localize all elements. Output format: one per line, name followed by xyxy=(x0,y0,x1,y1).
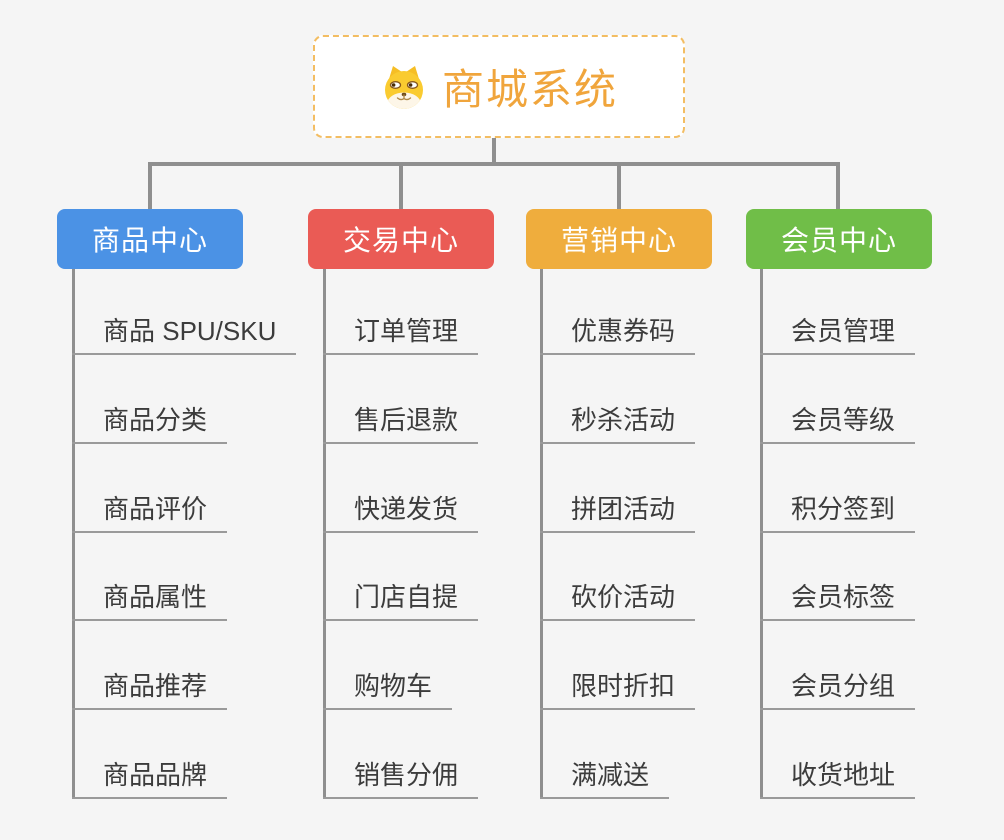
leaf-node[interactable]: 购物车 xyxy=(323,670,453,710)
leaf-node[interactable]: 会员标签 xyxy=(760,581,916,621)
leaf-node[interactable]: 商品评价 xyxy=(72,493,228,533)
leaf-node[interactable]: 砍价活动 xyxy=(540,581,696,621)
leaf-node[interactable]: 商品品牌 xyxy=(72,759,228,799)
root-title: 商城系统 xyxy=(441,66,618,113)
connector-trunk-branch1 xyxy=(72,269,75,799)
leaf-node[interactable]: 商品推荐 xyxy=(72,670,228,710)
leaf-node[interactable]: 会员分组 xyxy=(760,670,916,710)
leaf-node[interactable]: 门店自提 xyxy=(323,581,479,621)
leaf-node[interactable]: 优惠券码 xyxy=(540,315,696,355)
leaf-node[interactable]: 满减送 xyxy=(540,759,670,799)
shiba-dog-icon xyxy=(384,65,423,109)
connector-drop-branch1 xyxy=(148,162,152,209)
leaf-node[interactable]: 商品属性 xyxy=(72,581,228,621)
leaf-node[interactable]: 商品分类 xyxy=(72,404,228,444)
connector-trunk-branch2 xyxy=(323,269,326,799)
leaf-node[interactable]: 收货地址 xyxy=(760,759,916,799)
connector-drop-branch3 xyxy=(617,162,621,209)
leaf-node[interactable]: 秒杀活动 xyxy=(540,404,696,444)
branch-node-marketing[interactable]: 营销中心 xyxy=(526,209,712,269)
connector-root-drop xyxy=(492,138,496,166)
branch-node-product[interactable]: 商品中心 xyxy=(57,209,243,269)
connector-trunk-branch4 xyxy=(760,269,763,799)
branch-node-member[interactable]: 会员中心 xyxy=(746,209,932,269)
leaf-node[interactable]: 拼团活动 xyxy=(540,493,696,533)
connector-drop-branch4 xyxy=(836,162,840,209)
leaf-node[interactable]: 积分签到 xyxy=(760,493,916,533)
leaf-node[interactable]: 快递发货 xyxy=(323,493,479,533)
connector-horizontal xyxy=(148,162,840,166)
connector-trunk-branch3 xyxy=(540,269,543,799)
leaf-node[interactable]: 会员管理 xyxy=(760,315,916,355)
leaf-node[interactable]: 商品 SPU/SKU xyxy=(72,315,297,355)
connector-drop-branch2 xyxy=(399,162,403,209)
leaf-node[interactable]: 限时折扣 xyxy=(540,670,696,710)
leaf-node[interactable]: 售后退款 xyxy=(323,404,479,444)
leaf-node[interactable]: 会员等级 xyxy=(760,404,916,444)
branch-node-trade[interactable]: 交易中心 xyxy=(308,209,494,269)
leaf-node[interactable]: 销售分佣 xyxy=(323,759,479,799)
leaf-node[interactable]: 订单管理 xyxy=(323,315,479,355)
root-node[interactable]: 商城系统 xyxy=(313,35,685,138)
